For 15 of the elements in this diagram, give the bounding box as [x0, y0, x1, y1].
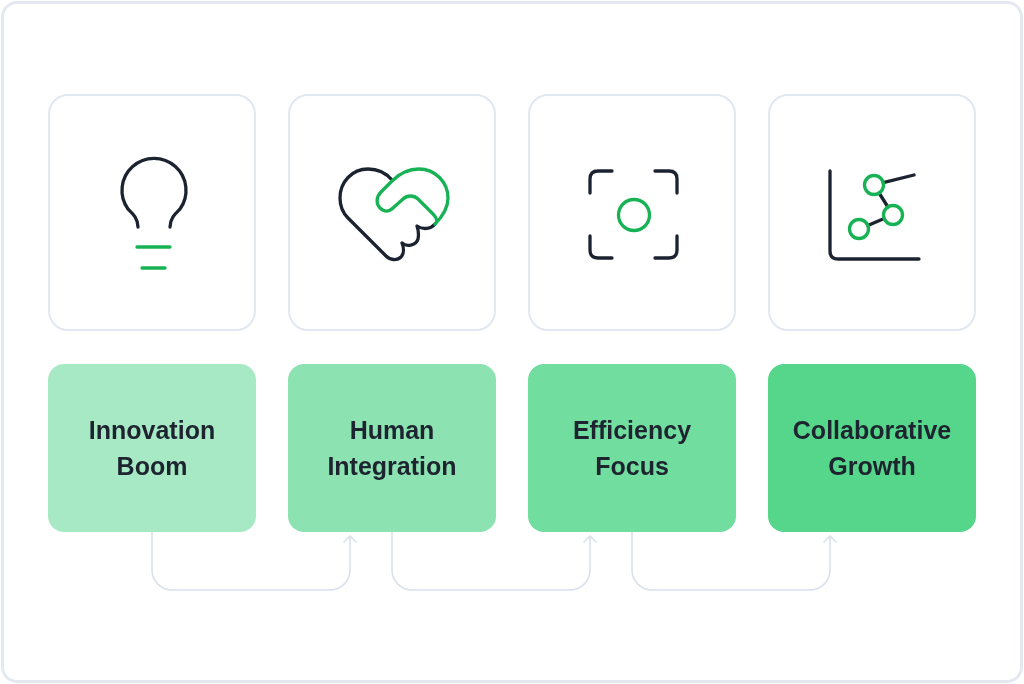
- connector-arrow: [151, 531, 357, 591]
- icon-card: [288, 94, 496, 331]
- stage-box: [768, 364, 976, 532]
- stage-box: [528, 364, 736, 532]
- connector-arrow: [631, 531, 837, 591]
- stage-title: Innovation Boom: [87, 415, 217, 482]
- stage-title: Human Integration: [326, 415, 458, 482]
- icon-card: [528, 94, 736, 331]
- stage-box: [48, 364, 256, 532]
- stage-title: Efficiency Focus: [571, 415, 693, 482]
- icon-card: [768, 94, 976, 331]
- connector-arrow: [391, 531, 597, 591]
- stage-box: [288, 364, 496, 532]
- stage-title: Collaborative Growth: [791, 415, 953, 482]
- icon-card: [48, 94, 256, 331]
